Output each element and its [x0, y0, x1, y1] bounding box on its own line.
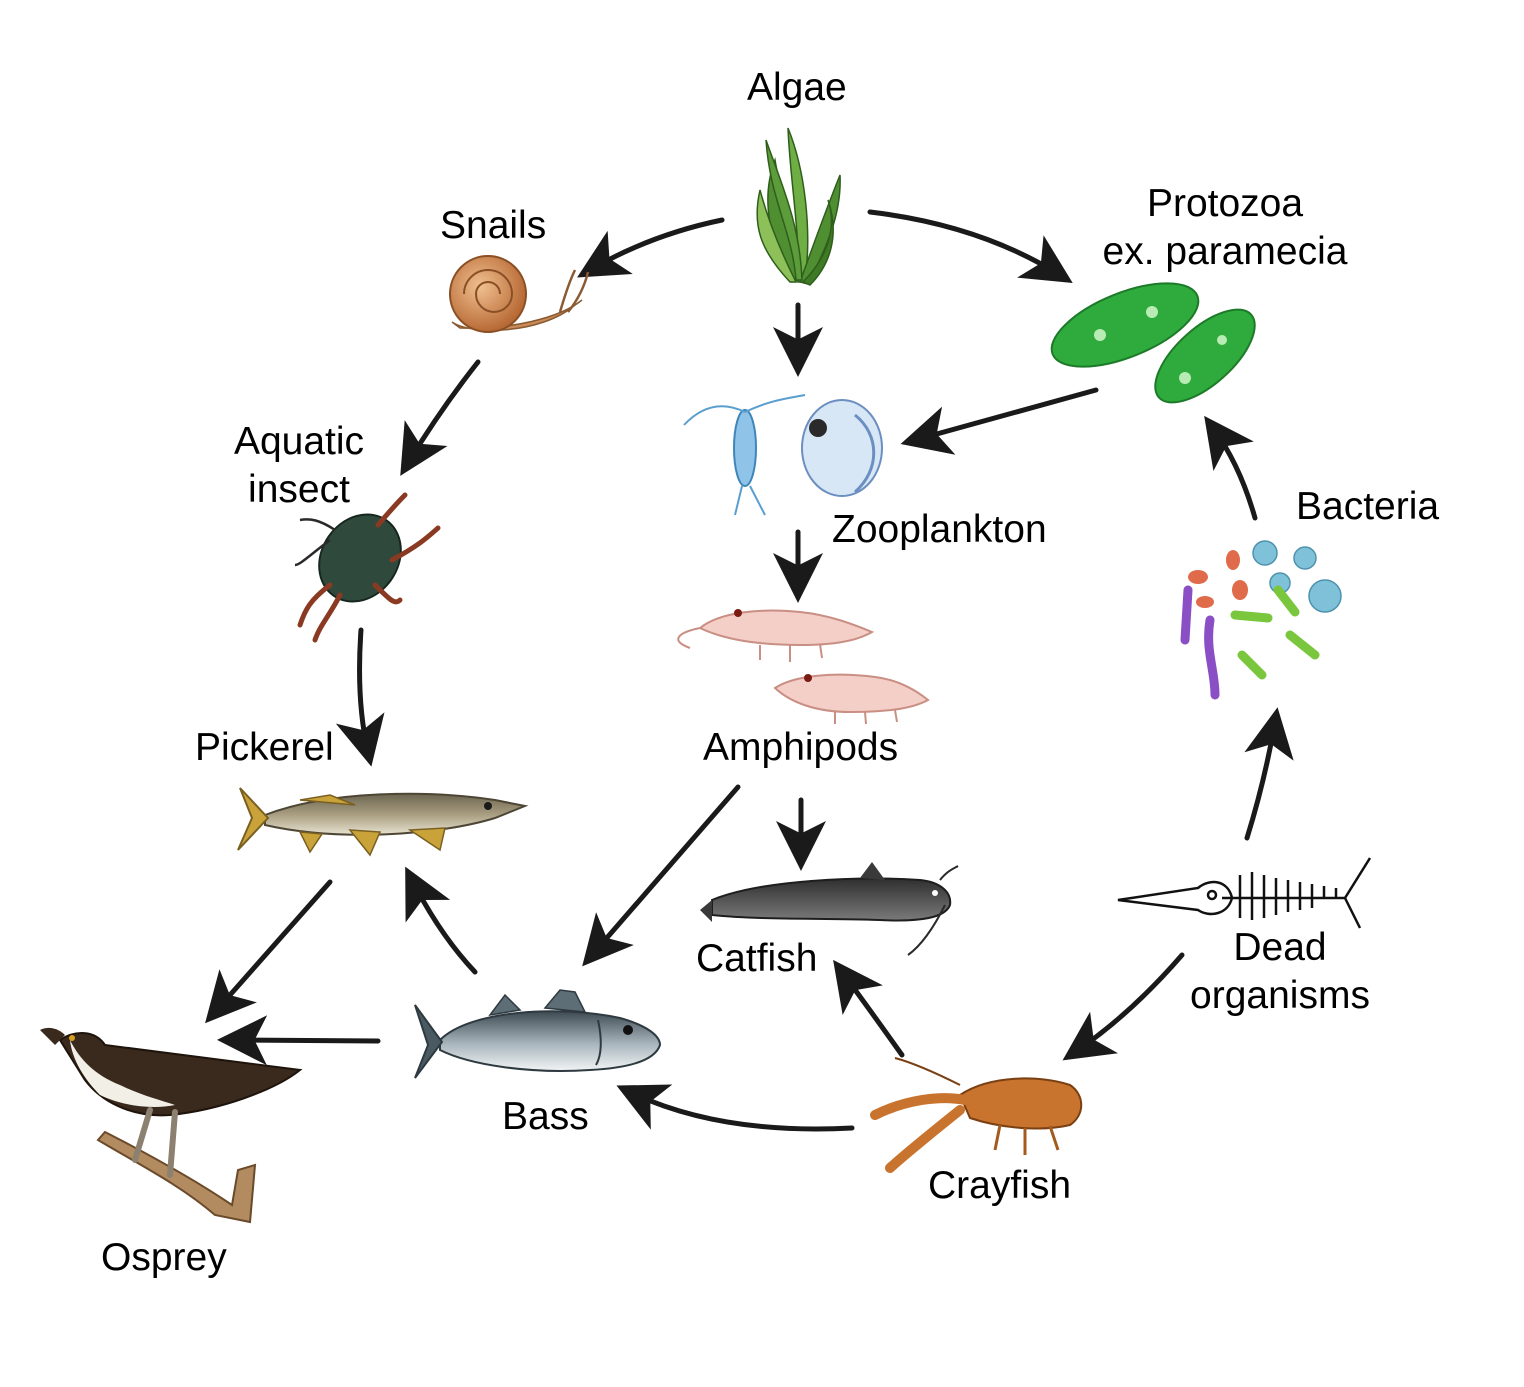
label-protozoa-line1: Protozoa	[1146, 182, 1304, 225]
aquatic-insect-illustration	[294, 492, 441, 643]
amphipods-illustration	[677, 609, 930, 725]
arrow-bass-osprey	[217, 1015, 381, 1066]
label-zooplankton: Zooplankton	[832, 508, 1047, 551]
arrow-aquatic-insect-pickerel	[335, 627, 385, 767]
label-dead-organisms: Dead organisms	[1180, 924, 1380, 1020]
arrow-protozoa-zooplankton	[900, 387, 1099, 455]
label-amphipods: Amphipods	[703, 726, 899, 769]
protozoa-illustration	[1050, 282, 1256, 404]
label-crayfish: Crayfish	[928, 1164, 1072, 1207]
arrow-pickerel-osprey	[205, 879, 333, 1024]
arrow-crayfish-bass	[616, 1084, 855, 1132]
label-dead-organisms-line1: Dead	[1233, 926, 1327, 969]
label-protozoa: Protozoa ex. paramecia	[1090, 180, 1360, 276]
label-bacteria: Bacteria	[1296, 485, 1440, 528]
crayfish-illustration	[870, 1057, 1083, 1173]
arrow-crayfish-catfish	[833, 959, 905, 1058]
label-bass: Bass	[502, 1095, 589, 1138]
label-aquatic-insect-line2: insect	[248, 468, 350, 511]
label-aquatic-insect-line1: Aquatic	[233, 420, 365, 463]
label-protozoa-line2: ex. paramecia	[1102, 230, 1348, 273]
bass-illustration	[414, 989, 662, 1079]
arrow-amphipods-bass	[582, 784, 741, 967]
label-osprey: Osprey	[101, 1236, 227, 1279]
label-aquatic-insect: Aquatic insect	[225, 418, 373, 514]
label-pickerel: Pickerel	[195, 726, 334, 769]
algae-illustration	[756, 127, 841, 286]
arrow-bass-pickerel	[405, 866, 478, 975]
arrow-algae-protozoa	[867, 209, 1073, 283]
osprey-illustration	[40, 1027, 303, 1224]
arrows	[205, 209, 1294, 1132]
arrow-dead-organisms-crayfish	[1062, 952, 1185, 1061]
pickerel-illustration	[237, 787, 529, 857]
dead-fish-skeleton-illustration	[1117, 857, 1372, 929]
label-dead-organisms-line2: organisms	[1190, 974, 1370, 1017]
catfish-illustration	[700, 862, 959, 956]
label-algae: Algae	[747, 66, 847, 109]
arrow-algae-snails	[577, 217, 725, 278]
zooplankton-illustration	[683, 394, 883, 516]
label-snails: Snails	[440, 204, 547, 247]
arrow-snails-aquatic-insect	[400, 359, 481, 476]
label-catfish: Catfish	[696, 937, 818, 980]
snail-illustration	[449, 255, 590, 333]
arrow-bacteria-protozoa	[1204, 415, 1258, 521]
arrow-dead-organisms-bacteria	[1244, 707, 1294, 841]
bacteria-illustration	[1180, 540, 1342, 700]
